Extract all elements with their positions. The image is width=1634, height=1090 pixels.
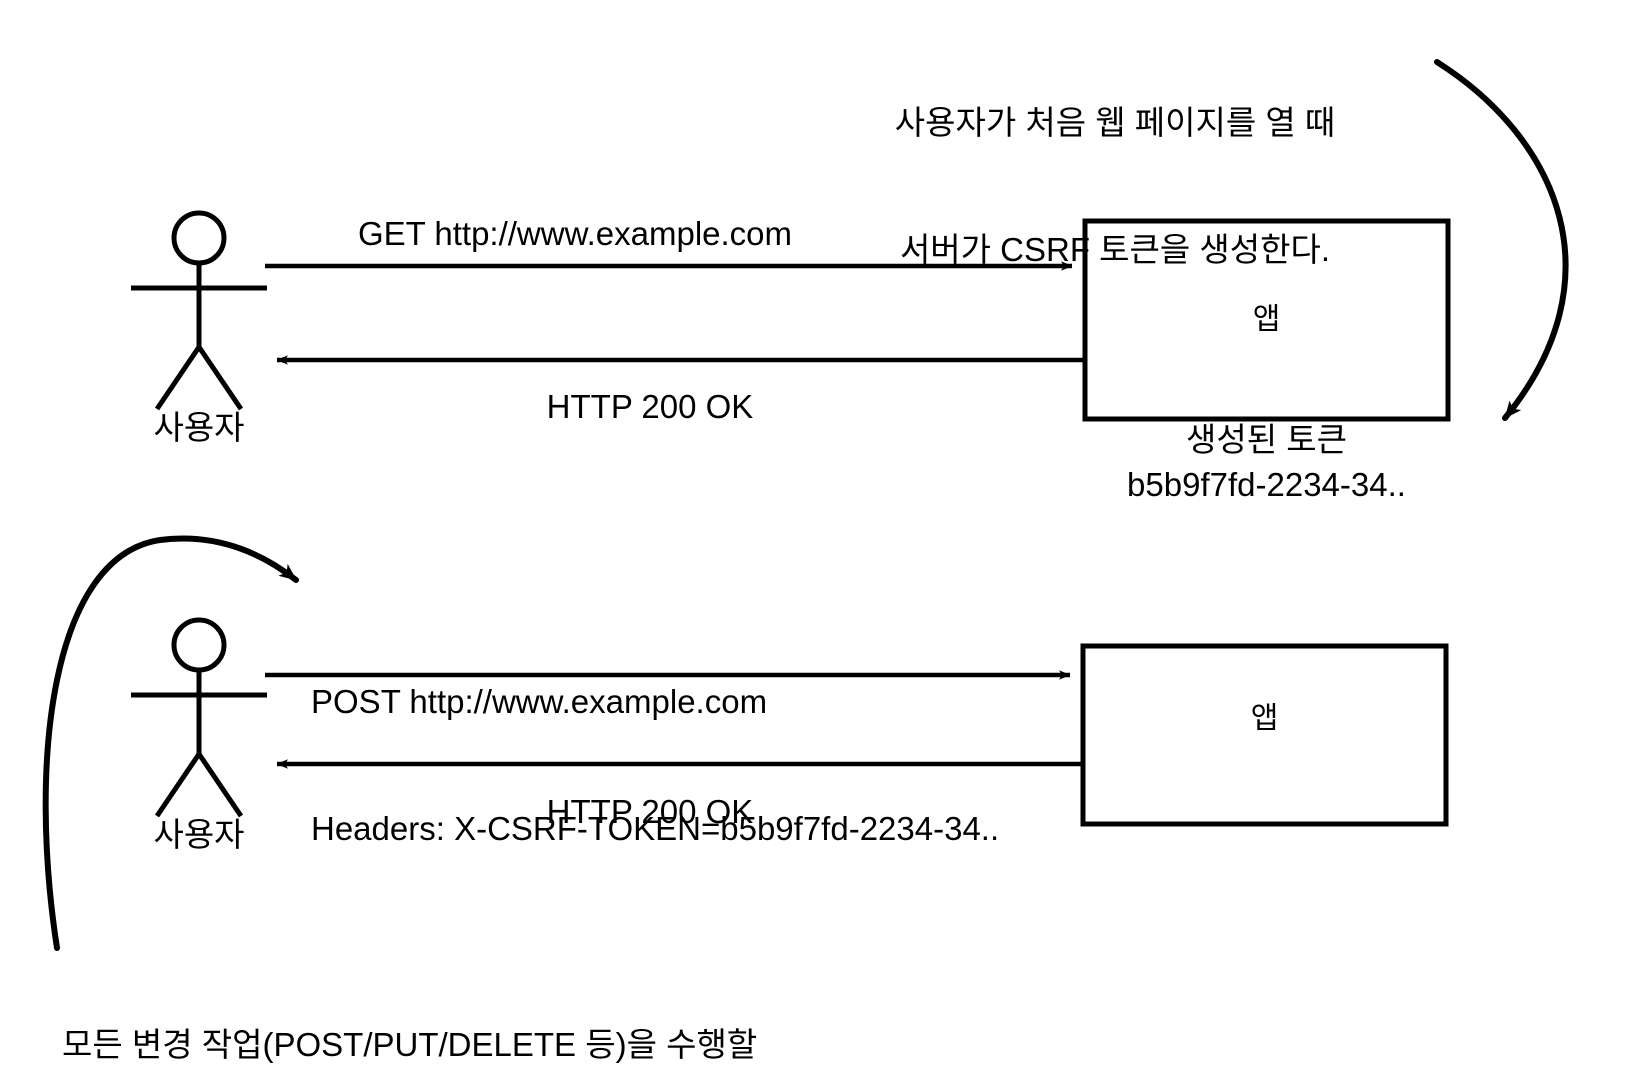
message-label-post-line2: Headers: X-CSRF-TOKEN=b5b9f7fd-2234-34.. (311, 810, 1000, 848)
server-label-bottom: 앱 (1250, 702, 1279, 735)
app-box-icon-bottom (1080, 643, 1449, 827)
curved-arrow-icon-top-note (1434, 59, 1569, 421)
annotation-bottom-line1: 모든 변경 작업(POST/PUT/DELETE 등)을 수행할 (62, 1026, 758, 1064)
message-label-http-200-bottom: HTTP 200 OK (546, 793, 754, 830)
actor-label-top: 사용자 (153, 409, 245, 446)
annotation-top: 사용자가 처음 웹 페이지를 열 때 서버가 CSRF 토큰을 생성한다. (880, 18, 1350, 356)
token-value: b5b9f7fd-2234-34.. (1127, 466, 1406, 503)
message-label-get-request: GET http://www.example.com (357, 215, 793, 252)
message-label-post-line1: POST http://www.example.com (311, 683, 768, 721)
message-label-post-request: POST http://www.example.com Headers: X-C… (311, 597, 1111, 935)
token-caption: 생성된 토큰 (1186, 421, 1347, 458)
annotation-top-line2: 서버가 CSRF 토큰을 생성한다. (899, 231, 1331, 269)
curved-arrow-icon-bottom-note (42, 535, 299, 951)
app-box-icon-top (1082, 218, 1451, 422)
stick-figure-icon-top (131, 210, 267, 411)
stick-figure-icon-bottom (131, 617, 267, 818)
annotation-bottom: 모든 변경 작업(POST/PUT/DELETE 등)을 수행할 때는 HTTP… (62, 940, 842, 1090)
server-label-top: 앱 (1252, 303, 1281, 336)
message-label-http-200-top: HTTP 200 OK (546, 388, 754, 425)
annotation-top-line1: 사용자가 처음 웹 페이지를 열 때 (894, 104, 1336, 142)
actor-label-bottom: 사용자 (153, 816, 245, 853)
